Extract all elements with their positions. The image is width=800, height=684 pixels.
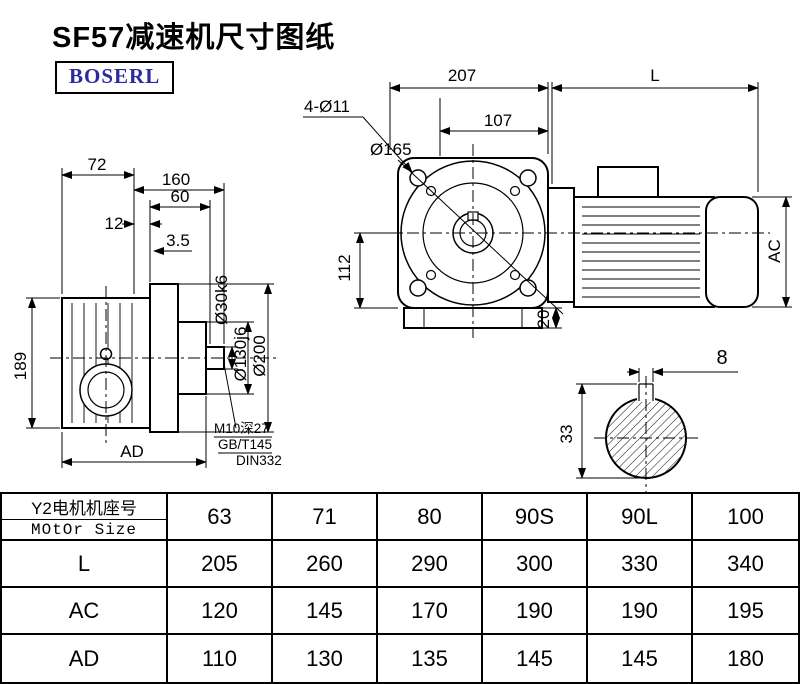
motor-size-90s: 90S — [483, 494, 588, 541]
front-view-dimension-lines — [356, 84, 790, 329]
brand-logo: BOSERL — [55, 61, 175, 94]
table-cell: 330 — [588, 541, 693, 588]
motor-size-63: 63 — [168, 494, 273, 541]
motor-size-label-en: MOtOr Size — [30, 520, 137, 539]
table-cell: 145 — [273, 588, 378, 635]
motor-fan-cowl — [705, 196, 759, 308]
motor-size-90l: 90L — [588, 494, 693, 541]
dim-width-3-5: 3.5 — [166, 231, 190, 250]
dim-width-AD: AD — [120, 442, 144, 461]
note-gb-t145: GB/T145 — [218, 437, 272, 452]
side-view: 72 160 60 12 3.5 189 AD Ø30k6 Ø130j6 Ø20… — [11, 155, 282, 468]
motor-size-100: 100 — [693, 494, 798, 541]
dia165-leader-line — [397, 159, 564, 315]
section-dimension-lines — [578, 368, 738, 479]
table-cell: 145 — [588, 635, 693, 682]
side-view-dimension-lines — [28, 171, 272, 466]
dim-base-20: 20 — [534, 310, 553, 329]
motor-adapter — [547, 187, 575, 303]
table-cell: 190 — [483, 588, 588, 635]
dim-width-72: 72 — [88, 155, 107, 174]
table-cell: 340 — [693, 541, 798, 588]
dim-motor-length-L: L — [650, 66, 659, 85]
table-cell: 190 — [588, 588, 693, 635]
dim-width-107: 107 — [484, 111, 512, 130]
dim-motor-dia-AC: AC — [765, 239, 784, 263]
table-cell: 205 — [168, 541, 273, 588]
motor-terminal-box — [597, 166, 659, 198]
dim-flange-dia-165: Ø165 — [370, 140, 412, 159]
shaft-cross-section: 8 33 — [557, 347, 738, 494]
cover-screws — [425, 185, 521, 281]
table-cell: 260 — [273, 541, 378, 588]
table-cell: 130 — [273, 635, 378, 682]
dim-key-height-33: 33 — [557, 425, 576, 444]
dim-height-189: 189 — [11, 352, 30, 380]
motor-size-header-cell: Y2电机机座号 MOtOr Size — [2, 494, 168, 541]
dim-spigot-dia-130: Ø130j6 — [231, 327, 250, 382]
dim-width-207: 207 — [448, 66, 476, 85]
table-cell: 180 — [727, 645, 764, 671]
dim-width-60: 60 — [171, 187, 190, 206]
motor-fins — [582, 206, 700, 298]
note-din332: DIN332 — [236, 453, 282, 468]
table-cell: 145 — [483, 635, 588, 682]
dim-flange-dia-200: Ø200 — [250, 335, 269, 377]
technical-drawing: 72 160 60 12 3.5 189 AD Ø30k6 Ø130j6 Ø20… — [11, 66, 792, 494]
note-tap-m10: M10深27 — [214, 421, 269, 436]
dim-shaft-dia-30: Ø30k6 — [212, 275, 231, 325]
table-cell: 300 — [483, 541, 588, 588]
table-cell: 135 — [378, 635, 483, 682]
note-bolt-holes-4-o11: 4-Ø11 — [304, 97, 350, 116]
front-view: 207 L 107 4-Ø11 Ø165 112 20 AC — [303, 66, 792, 338]
row-label-AC: AC — [2, 588, 168, 635]
motor-size-80: 80 — [378, 494, 483, 541]
row-label-AD: AD — [2, 635, 168, 682]
dim-width-160: 160 — [162, 170, 190, 189]
row-label-L: L — [2, 541, 168, 588]
dim-height-112: 112 — [335, 254, 354, 281]
motor-size-71: 71 — [273, 494, 378, 541]
table-cell: 290 — [378, 541, 483, 588]
dim-width-12: 12 — [105, 214, 124, 233]
dim-key-width-8: 8 — [716, 347, 727, 369]
table-cell: 170 — [378, 588, 483, 635]
page-title: SF57减速机尺寸图纸 — [52, 22, 336, 54]
dimension-table: Y2电机机座号 MOtOr Size 63 71 80 90S 90L 100 … — [0, 492, 800, 684]
bolt-hole-leader — [362, 116, 413, 173]
table-cell: 195 — [693, 588, 798, 635]
table-cell: 110 — [168, 635, 273, 682]
motor-size-label-cn: Y2电机机座号 — [2, 494, 166, 520]
table-cell: 120 — [168, 588, 273, 635]
